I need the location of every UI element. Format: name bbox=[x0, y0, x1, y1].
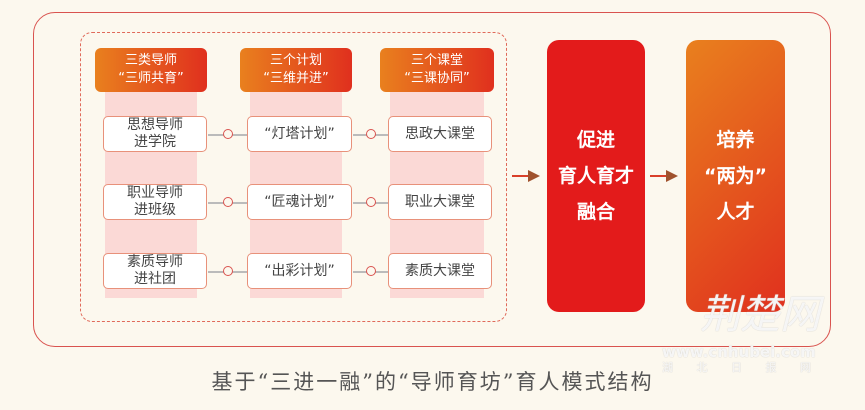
connector-dot-icon bbox=[222, 197, 233, 207]
column-header: 三类导师 “三师共育” bbox=[95, 48, 207, 92]
item-text: 进社团 bbox=[134, 271, 176, 287]
item-text: “出彩计划” bbox=[264, 262, 335, 279]
item-text: 思想导师 bbox=[127, 117, 183, 133]
connector-dot-icon bbox=[222, 266, 233, 276]
column-header-line: 三个课堂 bbox=[410, 53, 463, 68]
outcome2-line: 培养 bbox=[716, 129, 755, 151]
watermark-sub: 湖 北 日 报 网 bbox=[662, 361, 821, 374]
column-header-line: “三师共育” bbox=[118, 71, 184, 86]
item-box: 职业导师进班级 bbox=[103, 184, 207, 220]
outcome1-line: 促进 bbox=[576, 129, 615, 151]
outcome1-line: 融合 bbox=[576, 201, 615, 223]
item-text: 职业大课堂 bbox=[405, 193, 475, 210]
item-box: 思政大课堂 bbox=[388, 116, 492, 152]
dashed-group bbox=[80, 32, 507, 322]
column-header-line: “三维并进” bbox=[263, 71, 329, 86]
item-text: 进学院 bbox=[134, 134, 176, 150]
item-box: “灯塔计划” bbox=[247, 116, 352, 152]
item-text: 思政大课堂 bbox=[405, 125, 475, 142]
outcome-integration-box: 促进 育人育才 融合 bbox=[547, 40, 645, 312]
item-box: 素质大课堂 bbox=[388, 253, 492, 289]
watermark-url: www.cnhubei.com bbox=[662, 343, 816, 361]
item-text: 进班级 bbox=[134, 202, 176, 218]
column-header-line: 三个计划 bbox=[269, 53, 322, 68]
item-text: “灯塔计划” bbox=[264, 125, 335, 142]
arrow-right-icon bbox=[512, 170, 540, 182]
column-header-line: “三课协同” bbox=[404, 71, 470, 86]
column-header: 三个课堂 “三课协同” bbox=[380, 48, 494, 92]
item-box: 素质导师进社团 bbox=[103, 253, 207, 289]
arrow-right-icon bbox=[650, 170, 678, 182]
outcome-talent-box: 培养 “两为” 人才 bbox=[686, 40, 785, 312]
outcome2-line: “两为” bbox=[704, 165, 767, 187]
outcome2-line: 人才 bbox=[716, 201, 755, 223]
figure-caption: 基于“三进一融”的“导师育坊”育人模式结构 bbox=[211, 370, 654, 394]
outer-frame bbox=[33, 12, 831, 347]
connector-dot-icon bbox=[365, 266, 376, 276]
item-box: “匠魂计划” bbox=[247, 184, 352, 220]
item-text: “匠魂计划” bbox=[264, 193, 335, 210]
connector-dot-icon bbox=[365, 197, 376, 207]
item-text: 职业导师 bbox=[127, 185, 183, 201]
item-box: “出彩计划” bbox=[247, 253, 352, 289]
item-text: 素质导师 bbox=[127, 254, 183, 270]
connector-dot-icon bbox=[365, 129, 376, 139]
item-text: 素质大课堂 bbox=[405, 262, 475, 279]
connector-dot-icon bbox=[222, 129, 233, 139]
column-header: 三个计划 “三维并进” bbox=[240, 48, 352, 92]
item-box: 职业大课堂 bbox=[388, 184, 492, 220]
item-box: 思想导师进学院 bbox=[103, 116, 207, 152]
outcome1-line: 育人育才 bbox=[557, 165, 634, 187]
watermark-logo: 荆楚网 bbox=[700, 292, 820, 338]
column-header-line: 三类导师 bbox=[124, 53, 177, 68]
